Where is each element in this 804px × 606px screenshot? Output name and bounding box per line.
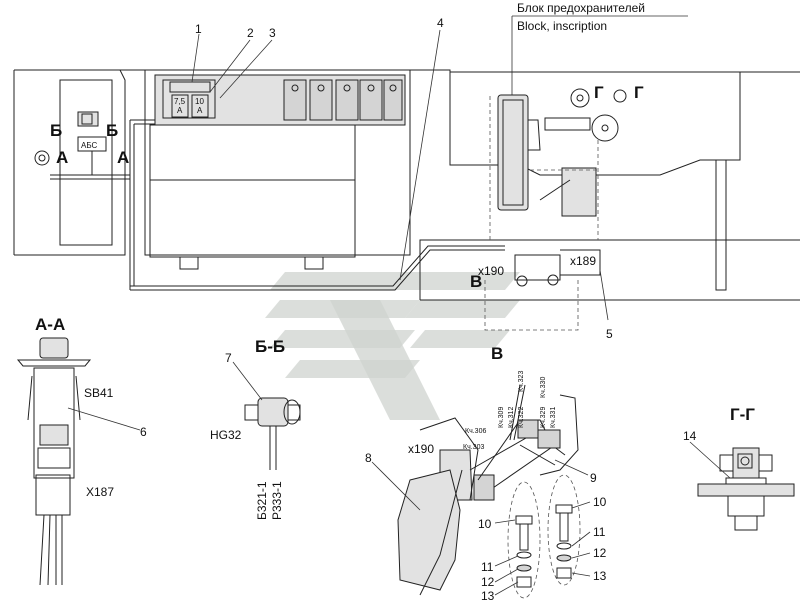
callout-12-left: 12: [481, 575, 495, 589]
x187-label: X187: [86, 485, 114, 499]
fuse-block-assembly: [484, 88, 627, 331]
kch331-label: Кч.331: [550, 407, 557, 428]
callout-11-left: 11: [481, 560, 494, 574]
leader-10a: [494, 519, 516, 524]
kch306-label: Кч.306: [465, 428, 486, 435]
section-a-right-mark: А: [117, 148, 129, 167]
lamp-hg32-drawing: [244, 397, 301, 470]
callout-2: 2: [247, 26, 254, 40]
callout-8: 8: [365, 451, 372, 465]
callout-9: 9: [590, 471, 597, 485]
kch329-label: Кч.329: [540, 407, 547, 428]
switch-area: АБС: [34, 111, 130, 180]
section-g-right-mark: Г: [634, 83, 644, 102]
leader-11a: [494, 555, 519, 567]
sb41-label: SB41: [84, 386, 114, 400]
kch322-label: Кч.322: [518, 407, 525, 428]
switch-sb41-drawing: [16, 337, 92, 586]
fastener-set-left: [507, 481, 541, 599]
leader-4: [399, 29, 441, 281]
connector-x190-drawing: [397, 384, 579, 596]
callout-7: 7: [225, 351, 232, 365]
section-a-left-mark: А: [56, 148, 68, 167]
leader-6: [67, 407, 141, 431]
callout-10-left: 10: [478, 517, 492, 531]
v-x190-label: x190: [408, 442, 434, 456]
view-aa-title: А-А: [35, 315, 65, 334]
leader-10b: [571, 501, 591, 509]
abs-button-label: АБС: [81, 141, 97, 150]
section-b-right-mark: Б: [106, 121, 118, 140]
sensor-gg-drawing: [697, 447, 795, 531]
fuse-10-value: 10: [195, 97, 204, 106]
kch303-label: Кч.303: [463, 444, 484, 451]
callout-11-right: 11: [593, 525, 606, 539]
leader-8: [371, 461, 421, 511]
fuse-block-ru-label: Блок предохранителей: [517, 1, 645, 15]
fuse-block-en-label: Block, inscription: [517, 19, 607, 33]
callout-5: 5: [606, 327, 613, 341]
leader-3: [219, 39, 273, 99]
callout-13-right: 13: [593, 569, 607, 583]
callout-13-left: 13: [481, 589, 495, 603]
leader-9: [554, 459, 589, 476]
connector-x189-label: x189: [570, 254, 596, 268]
callout-6: 6: [140, 425, 147, 439]
kch330-label: Кч.330: [540, 377, 547, 398]
leader-13b: [571, 572, 591, 577]
callout-3: 3: [269, 26, 276, 40]
section-v-mark: В: [470, 272, 482, 291]
fuse-10-unit: А: [197, 106, 203, 115]
leader-2: [209, 39, 251, 93]
section-g-left-mark: Г: [594, 83, 604, 102]
view-v-title: В: [491, 344, 503, 363]
kch309-label: Кч.309: [498, 407, 505, 428]
fuse-7-5-unit: А: [177, 106, 183, 115]
watermark-logo: [265, 272, 520, 420]
b321-label: Б321-1: [255, 481, 269, 520]
leader-13a: [494, 581, 519, 596]
r333-label: Р333-1: [270, 481, 284, 520]
kch312-label: Кч.312: [508, 407, 515, 428]
callout-4: 4: [437, 16, 444, 30]
view-bb-title: Б-Б: [255, 337, 285, 356]
view-gg-title: Г-Г: [730, 405, 755, 424]
callout-14: 14: [683, 429, 697, 443]
kch323-label: Кч.323: [518, 371, 525, 392]
leader-5: [599, 269, 609, 321]
section-b-left-mark: Б: [50, 121, 62, 140]
leader-12b: [571, 552, 591, 559]
leader-14: [689, 441, 731, 479]
fastener-set-right: [547, 474, 581, 586]
leader-7: [232, 361, 263, 401]
hg32-label: HG32: [210, 428, 242, 442]
relay-block: 7,5 А 10 А: [154, 74, 406, 126]
callout-1: 1: [195, 22, 202, 36]
leader-11b: [571, 531, 591, 547]
leader-1: [191, 33, 200, 83]
connector-x190-label: x190: [478, 264, 504, 278]
callout-12-right: 12: [593, 546, 607, 560]
cab-panel: [13, 69, 800, 301]
leader-12a: [494, 568, 519, 583]
callout-10-right: 10: [593, 495, 607, 509]
fuse-7-5-value: 7,5: [174, 97, 186, 106]
